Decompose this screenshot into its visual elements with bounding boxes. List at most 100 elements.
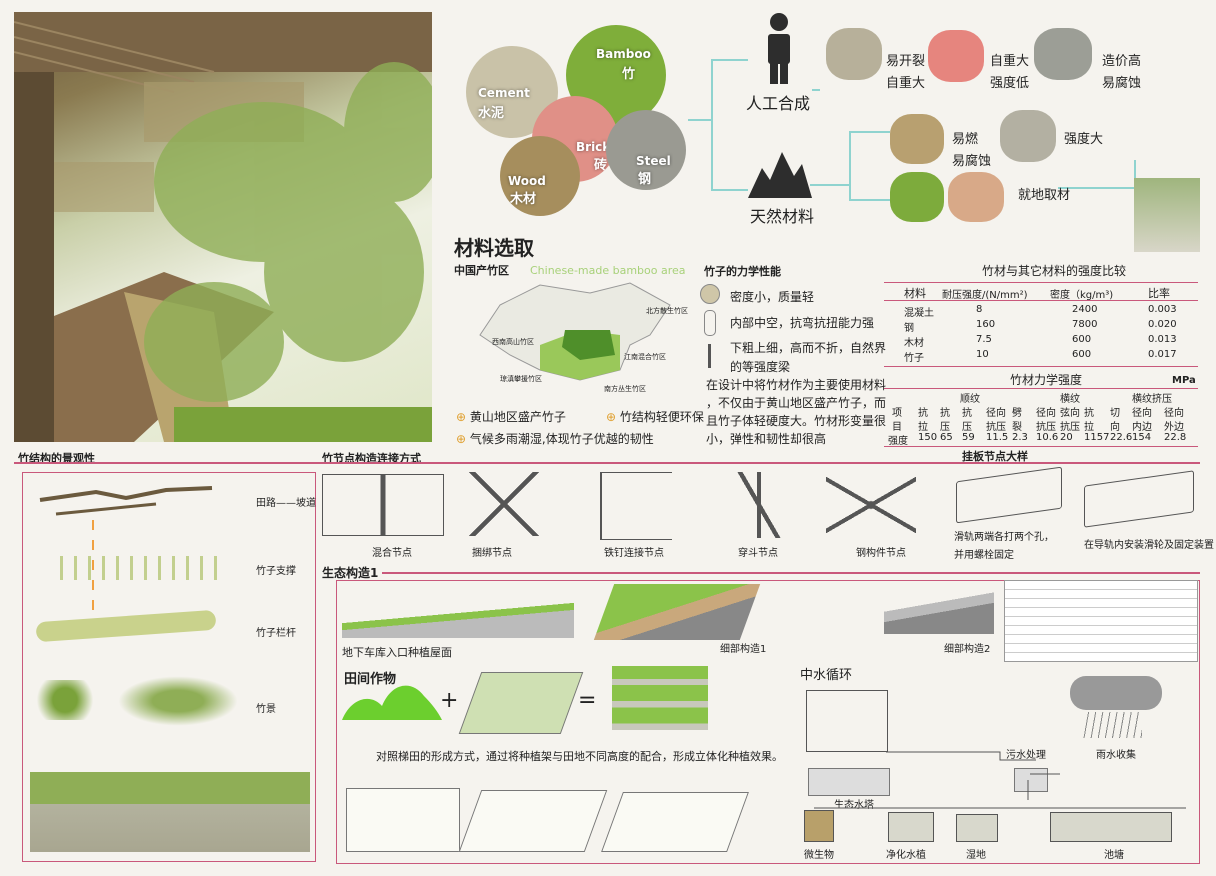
joint-label-2: 捆绑节点 [472,548,512,559]
region-southwest: 西南高山竹区 [492,338,534,346]
compare-cell: 0.003 [1148,304,1177,315]
strength-value: 10.6 [1036,432,1059,443]
compare-cell: 600 [1072,349,1092,360]
strength-subheader: 拉 [1084,422,1094,433]
strength-subheader: 抗压 [986,422,1006,433]
joint-drawing-3 [600,472,672,540]
compare-cell: 7.5 [976,334,992,345]
strength-subheader: 内边 [1132,422,1152,433]
rail-drawing-1 [956,466,1062,524]
microbe-tank [804,810,834,842]
strength-subheader: 裂 [1012,422,1022,433]
joint-drawing-2 [454,472,554,536]
scene-drawing-2 [458,790,608,852]
steel-thumb [1034,28,1092,80]
compare-cell: 0.020 [1148,319,1177,330]
equals-sign: = [578,688,597,713]
compare-cell: 钢 [904,323,914,334]
mech-point-1: 密度小，质量轻 [730,290,815,304]
eco-title: 生态构造1 [322,566,379,580]
artificial-note-2: 自重大 [990,54,1030,69]
landscape-label-1: 田路——坡道 [256,498,316,509]
eco-panel [336,580,1200,864]
strength-subheader: 弦向 [1060,408,1080,419]
compare-cell: 混凝土 [904,308,934,319]
mech-desc-4: 小，弹性和韧性却很高 [706,432,827,446]
pond-label: 池塘 [1104,850,1124,861]
mech-desc-2: ，不仅由于黄山地区盛产竹子，而 [706,396,887,410]
strength-group-2: 横纹 [1060,394,1080,405]
crops-title: 田间作物 [344,672,397,687]
wetland-tank [956,814,998,842]
hanger-note-2: 在导轨内安装滑轮及固定装置 [1084,540,1214,551]
strength-value: 150 [918,432,938,443]
strength-group-3: 横纹挤压 [1132,394,1172,405]
plus-sign: + [440,688,459,713]
pond-tank [1050,812,1172,842]
bamboo-thumb [890,172,944,222]
landscape-title: 竹结构的景观性 [18,452,95,465]
strength-subheader: 径向 [986,408,1006,419]
mech-desc-3: 且竹子体轻硬度大。竹材形变量很 [706,414,887,428]
landscape-label-4: 竹景 [256,704,276,715]
bamboo-garden-drawing [30,772,310,852]
compare-cell: 竹子 [904,353,924,364]
natural-note-1b: 易腐蚀 [952,154,992,169]
strength-subheader: 劈 [1012,408,1022,419]
artificial-note-3: 造价高 [1102,54,1142,69]
joint-label-4: 穿斗节点 [738,548,778,559]
compare-cell: 160 [976,319,996,330]
detail-2-drawing [884,584,994,634]
sewage-box [1014,768,1048,792]
selection-title: 材料选取 [454,236,534,260]
strength-subheader: 外边 [1164,422,1184,433]
brick-thumb [928,30,984,82]
strength-value: 2.3 [1012,432,1028,443]
china-map [479,282,671,381]
terrace-description: 对照梯田的形成方式，通过将种植架与田地不同高度的配合，形成立体化种植效果。 [376,750,783,763]
scene-drawing-1 [346,788,460,852]
scene-drawing-3 [601,792,749,852]
strength-subheader: 拉 [918,422,928,433]
compare-header-material: 材料 [904,287,926,300]
tower-label: 生态水塔 [834,800,874,811]
strength-subheader: 抗压 [1036,422,1056,433]
strength-subheader: 径向 [1132,408,1152,419]
natural-label: 天然材料 [750,207,815,226]
strength-value: 154 [1132,432,1152,443]
landscape-label-3: 竹子栏杆 [256,628,296,639]
compare-header-density: 密度（kg/m³) [1050,290,1114,301]
steel-circle: Steel 钢 [606,110,686,190]
compare-header-strength: 耐压强度/(N/mm²) [942,290,1028,301]
artificial-note-2b: 强度低 [990,76,1030,91]
bamboo-support-drawing [60,556,220,580]
rain-label: 雨水收集 [1096,750,1136,761]
strength-value: 11.5 [986,432,1009,443]
mountain-icon [748,152,812,198]
bamboo-circle: Bamboo 竹 [566,25,666,125]
compare-cell: 10 [976,349,989,360]
bullet-1: ⊕ 黄山地区盛产竹子 [456,410,566,424]
strength-subheader: 径向 [1036,408,1056,419]
artificial-note-1b: 自重大 [886,76,926,91]
compare-cell: 2400 [1072,304,1098,315]
rain-icon [1082,712,1142,738]
strength-subheader: 压 [962,422,972,433]
hollow-icon [704,310,716,336]
landscape-panel [22,472,316,862]
detail-1-label: 细部构造1 [720,644,767,655]
strength-subheader: 抗 [918,408,928,419]
joint-label-1: 混合节点 [372,548,412,559]
joint-drawing-5 [826,472,916,538]
landscape-label-2: 竹子支撑 [256,566,296,577]
wood-circle: Wood 木材 [500,136,580,216]
path-ramp-drawing [39,486,213,516]
water-cycle-title: 中水循环 [800,668,853,683]
roof-section-drawing [342,588,574,638]
mech-point-3a: 下粗上细，高而不折，自然界 [730,341,887,355]
roof-label: 地下车库入口种植屋面 [342,646,452,659]
wetland-label: 湿地 [966,850,986,861]
strength-subheader: 抗压 [1060,422,1080,433]
water-tower [808,768,890,796]
terrace-drawing [612,666,708,730]
